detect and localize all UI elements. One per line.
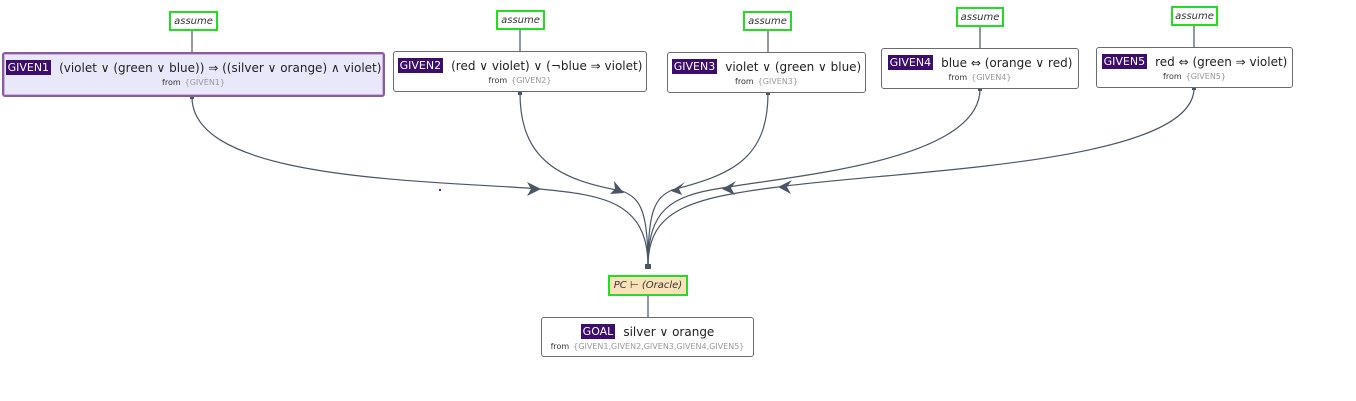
from-set: {GIVEN1} (184, 78, 225, 87)
node-id-tag: GIVEN1 (5, 60, 52, 75)
from-set: {GIVEN2} (511, 76, 552, 85)
node-id-tag: GIVEN3 (671, 59, 718, 74)
from-label: from (1163, 72, 1182, 81)
node-formula: blue ⇔ (orange ∨ red) (941, 55, 1073, 70)
node-id-tag: GOAL (580, 324, 616, 339)
node-id-tag: GIVEN2 (397, 58, 444, 73)
given-node-2[interactable]: GIVEN2 (red ∨ violet) ∨ (¬blue ⇒ violet)… (393, 51, 647, 92)
edge-port-given5 (1192, 86, 1196, 90)
inference-edge-3 (647, 92, 769, 267)
edge-port-given2 (518, 91, 522, 95)
from-label: from (488, 76, 508, 85)
edge-port-given4 (978, 87, 982, 91)
node-id-tag: GIVEN5 (1101, 54, 1148, 69)
arrowhead-2 (610, 181, 624, 194)
assume-box-1[interactable]: assume (169, 11, 218, 31)
assume-box-3[interactable]: assume (743, 11, 792, 31)
node-formula: violet ∨ (green ∨ blue) (725, 59, 862, 74)
arrowhead-4 (722, 181, 736, 195)
given-node-3[interactable]: GIVEN3 violet ∨ (green ∨ blue) from{GIVE… (667, 52, 866, 93)
rule-box[interactable]: PC ⊢ (Oracle) (608, 275, 688, 296)
stray-dot (439, 189, 441, 191)
inference-edge-1 (191, 96, 649, 267)
from-label: from (948, 73, 968, 82)
edge-port-rule (645, 264, 651, 269)
inference-edge-4 (647, 88, 981, 267)
from-label: from (162, 78, 181, 87)
inference-edge-2 (519, 92, 649, 267)
given-node-4[interactable]: GIVEN4 blue ⇔ (orange ∨ red) from{GIVEN4… (881, 48, 1079, 89)
node-formula: silver ∨ orange (623, 324, 715, 339)
edge-port-given1 (190, 95, 194, 99)
arrowhead-3 (671, 182, 685, 195)
from-set: {GIVEN3} (757, 77, 798, 86)
from-label: from (550, 342, 570, 351)
goal-node[interactable]: GOAL silver ∨ orange from{GIVEN1,GIVEN2,… (541, 317, 754, 357)
inference-edge-5 (647, 87, 1195, 267)
assume-box-4[interactable]: assume (956, 7, 1004, 27)
arrowhead-1 (527, 182, 541, 196)
from-set: {GIVEN4} (971, 73, 1012, 82)
node-formula: (red ∨ violet) ∨ (¬blue ⇒ violet) (451, 58, 643, 73)
from-set: {GIVEN1,GIVEN2,GIVEN3,GIVEN4,GIVEN5} (573, 342, 745, 351)
given-node-1[interactable]: GIVEN1 (violet ∨ (green ∨ blue)) ⇒ ((sil… (2, 52, 385, 97)
node-formula: (violet ∨ (green ∨ blue)) ⇒ ((silver ∨ o… (59, 60, 382, 75)
arrowhead-5 (778, 180, 792, 194)
edge-port-given3 (766, 91, 770, 95)
given-node-5[interactable]: GIVEN5 red ⇔ (green ⇒ violet) from{GIVEN… (1096, 47, 1293, 88)
node-formula: red ⇔ (green ⇒ violet) (1155, 54, 1288, 69)
from-label: from (735, 77, 754, 86)
from-set: {GIVEN5} (1185, 72, 1226, 81)
node-id-tag: GIVEN4 (887, 55, 934, 70)
assume-box-5[interactable]: assume (1171, 6, 1218, 26)
assume-box-2[interactable]: assume (496, 10, 545, 30)
